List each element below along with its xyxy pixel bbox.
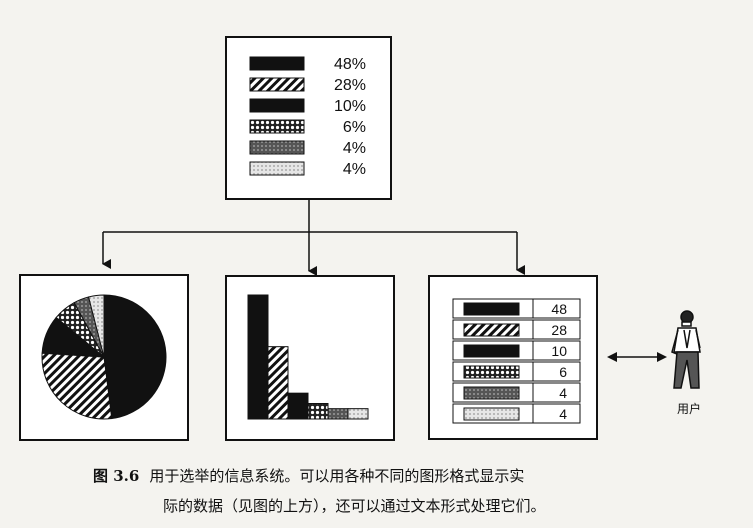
- bar: [247, 294, 269, 420]
- table-swatch: [463, 344, 520, 358]
- table-value: 4: [559, 406, 567, 422]
- legend-percent: 4%: [343, 161, 366, 178]
- pie-slice: [87, 294, 105, 358]
- bar: [307, 403, 329, 420]
- legend-percent: 28%: [334, 77, 366, 94]
- user-label: 用户: [677, 401, 701, 416]
- table-swatch: [463, 386, 520, 400]
- table-value: 6: [559, 364, 567, 380]
- figure-number: 图 3.6: [93, 467, 140, 485]
- caption-line-2: 际的数据（见图的上方），还可以通过文本形式处理它们。: [163, 497, 546, 515]
- table-value: 28: [551, 322, 567, 338]
- data-table: 48 28 10 6 4 4: [452, 298, 581, 424]
- pie-slice: [41, 352, 113, 420]
- table-value: 48: [551, 301, 567, 317]
- bar: [347, 408, 369, 420]
- pie-slice: [103, 294, 167, 420]
- legend-percent: 10%: [334, 98, 366, 115]
- connectors: [102, 199, 525, 276]
- legend-percent: 4%: [343, 140, 366, 157]
- table-swatch: [463, 323, 520, 337]
- legend-swatch: [249, 161, 305, 176]
- data-legend: 48% 28% 10% 6% 4% 4%: [249, 56, 366, 178]
- bar: [267, 346, 289, 420]
- table-value: 10: [551, 343, 567, 359]
- user-figure-icon: [671, 310, 701, 389]
- bar: [287, 392, 309, 420]
- table-value: 4: [559, 385, 567, 401]
- legend-swatch: [249, 140, 305, 155]
- legend-percent: 6%: [343, 119, 366, 136]
- legend-swatch: [249, 98, 305, 113]
- bar: [327, 408, 349, 420]
- legend-percent: 48%: [334, 56, 366, 73]
- table-swatch: [463, 407, 520, 421]
- bar-chart: [247, 294, 369, 420]
- legend-swatch: [249, 56, 305, 71]
- double-arrow: [607, 352, 667, 362]
- legend-swatch: [249, 77, 305, 92]
- caption-line-1: 图 3.6 用于选举的信息系统。可以用各种不同的图形格式显示实: [93, 465, 524, 486]
- pie-chart: [41, 294, 167, 420]
- table-swatch: [463, 302, 520, 316]
- table-swatch: [463, 365, 520, 379]
- caption-text-1: 用于选举的信息系统。可以用各种不同的图形格式显示实: [149, 467, 525, 485]
- legend-swatch: [249, 119, 305, 134]
